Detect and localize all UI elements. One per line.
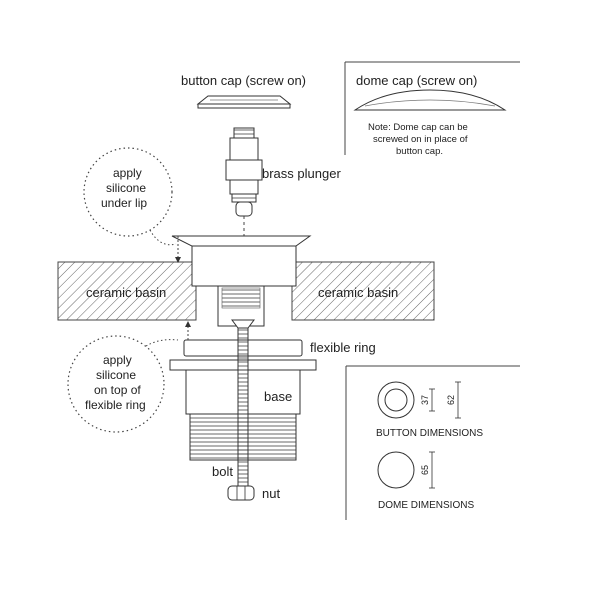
nut-shape [227, 485, 255, 501]
silicone-ring-line3: on top of [94, 383, 141, 397]
dimensions-panel [345, 365, 520, 520]
waste-flange-shape [171, 235, 312, 327]
button-inner-dimension: 37 [420, 394, 431, 406]
dome-dimensions-label: DOME DIMENSIONS [378, 500, 475, 511]
button-inner-circle [384, 388, 408, 412]
flexible-ring-label: flexible ring [310, 340, 376, 355]
button-cap-label: button cap (screw on) [181, 73, 307, 88]
dome-note-line3: button cap. [396, 146, 444, 157]
dome-note-line1: Note: Dome cap can be [368, 122, 468, 133]
dome-cap-panel [344, 61, 520, 155]
ceramic-basin-shape [57, 261, 435, 321]
dome-cap-label: dome cap (screw on) [356, 73, 478, 88]
brass-plunger-shape [225, 127, 263, 301]
nut-label: nut [262, 486, 281, 501]
dome-note-line2: screwed on in place of [373, 134, 468, 145]
silicone-ring-line1: apply [103, 353, 132, 367]
silicone-lip-callout [83, 147, 181, 263]
silicone-lip-line2: silicone [106, 181, 147, 195]
bolt-label: bolt [212, 464, 233, 479]
dome-dimension: 65 [420, 464, 431, 476]
button-outer-dimension: 62 [446, 394, 457, 406]
silicone-ring-callout [67, 321, 191, 433]
base-label: base [264, 389, 293, 404]
ceramic-basin-right-label: ceramic basin [318, 285, 399, 300]
ceramic-basin-left-label: ceramic basin [86, 285, 167, 300]
button-cap-shape [196, 95, 292, 109]
dome-circle [377, 451, 415, 489]
silicone-ring-line2: silicone [96, 368, 137, 382]
silicone-ring-line4: flexible ring [85, 398, 146, 412]
silicone-lip-line1: apply [113, 166, 142, 180]
button-dimensions-label: BUTTON DIMENSIONS [376, 428, 484, 439]
silicone-lip-line3: under lip [101, 196, 148, 210]
brass-plunger-label: brass plunger [262, 166, 341, 181]
